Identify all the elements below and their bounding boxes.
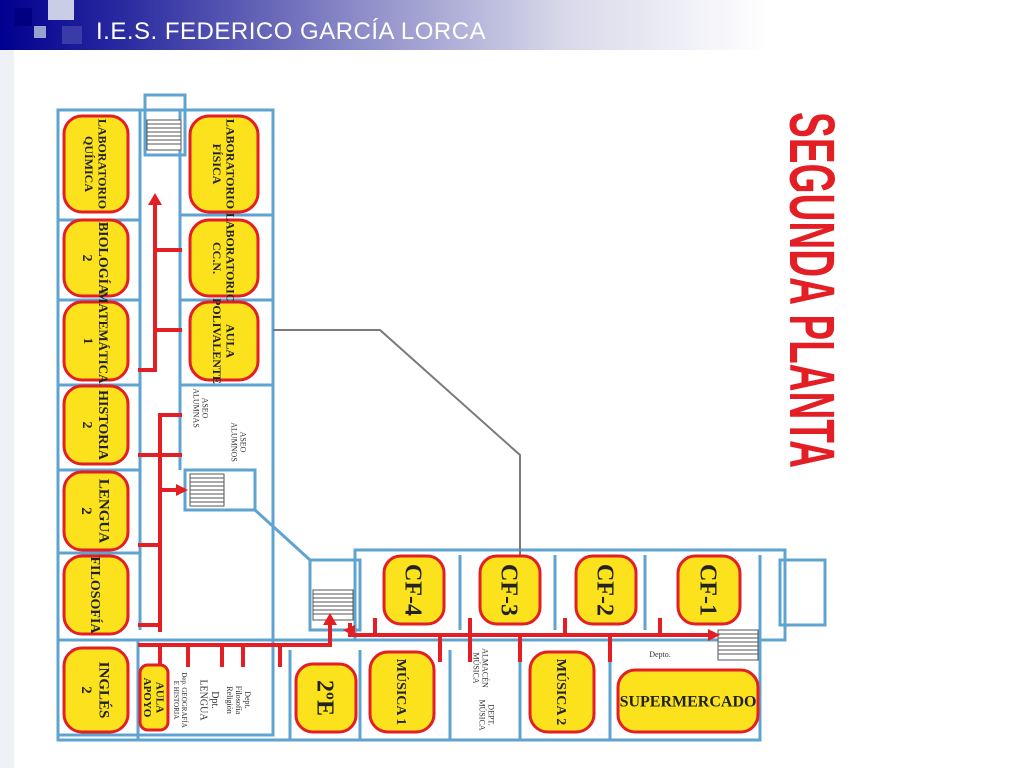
route-arrowheads bbox=[148, 193, 720, 641]
header-square-dark bbox=[14, 8, 32, 26]
room-musica-1: MÚSICA 1 bbox=[368, 650, 436, 734]
room-shape bbox=[294, 662, 358, 734]
room-label: LABORATORIOQUÍMICA bbox=[82, 119, 110, 209]
room-shape bbox=[62, 218, 130, 298]
room-shape bbox=[574, 554, 638, 626]
room-label: MÚSICA 1 bbox=[393, 659, 410, 726]
room-2e: 2ºE bbox=[294, 662, 358, 734]
room-cf-1: CF-1 bbox=[676, 554, 742, 626]
header-square-blue bbox=[62, 26, 82, 44]
room-musica-2: MÚSICA 2 bbox=[528, 650, 596, 734]
room-label: FILOSOFÍA bbox=[87, 556, 104, 634]
stair-top bbox=[146, 119, 182, 151]
rooms: LABORATORIOQUÍMICA LABORATORIOFÍSICA BIOLO… bbox=[62, 114, 760, 734]
room-lab-fisica: LABORATORIOFÍSICA bbox=[188, 114, 260, 214]
room-ingles-2: INGLÉS2 bbox=[62, 646, 130, 734]
slide-title: I.E.S. FEDERICO GARCÍA LORCA bbox=[96, 18, 487, 45]
room-aula-apoyo: AULAAPOYO bbox=[138, 663, 170, 732]
label-dep-geografia: Dep. GEOGRAFÍAE HISTORIA bbox=[172, 672, 188, 728]
room-label: LABORATORIOCC.N. bbox=[210, 213, 238, 303]
room-shape bbox=[62, 114, 130, 214]
small-labels: ASEOALUMNAS ASEOALUMNOS Dep. GEOGRAFÍAE HI… bbox=[172, 388, 671, 731]
room-label: LABORATORIOFÍSICA bbox=[210, 119, 238, 209]
room-label: CF-3 bbox=[496, 564, 522, 616]
room-shape bbox=[188, 114, 260, 214]
courtyard-outline bbox=[273, 329, 521, 555]
label-dep-filosofia: Dept.FilosofíaReligión bbox=[225, 686, 252, 715]
room-shape bbox=[188, 218, 260, 298]
label-depto: Depto. bbox=[649, 650, 671, 659]
label-dept-musica: DEPT.MÚSICA bbox=[477, 699, 495, 730]
room-label: MÚSICA 2 bbox=[553, 659, 570, 726]
stair-middle bbox=[189, 473, 225, 507]
room-matematicas-1: MATEMÁTICAS1 bbox=[62, 291, 130, 391]
stairs bbox=[146, 119, 759, 661]
room-shape bbox=[616, 668, 760, 734]
room-shape bbox=[478, 554, 542, 626]
room-lab-quimica: LABORATORIOQUÍMICA bbox=[62, 114, 130, 214]
label-aseo-alumnas: ASEOALUMNAS bbox=[191, 388, 209, 428]
room-supermercado: SUPERMERCADO bbox=[616, 668, 760, 734]
header-square-light-2 bbox=[48, 0, 74, 20]
room-filosofia: FILOSOFÍA bbox=[62, 554, 130, 636]
room-cf-2: CF-2 bbox=[574, 554, 638, 626]
room-shape bbox=[528, 650, 596, 734]
room-label: LENGUA2 bbox=[78, 479, 111, 543]
stair-right bbox=[717, 629, 759, 661]
header-square-light bbox=[34, 26, 46, 38]
room-label: 2ºE bbox=[312, 680, 338, 716]
room-shape bbox=[62, 646, 130, 734]
room-label: CF-2 bbox=[592, 564, 618, 616]
room-shape bbox=[676, 554, 742, 626]
room-shape bbox=[188, 300, 260, 382]
room-label: INGLÉS2 bbox=[78, 662, 112, 719]
stair-bottom bbox=[312, 589, 354, 621]
room-aula-polivalente: AULAPOLIVALENTE bbox=[188, 298, 260, 384]
floor-title: SEGUNDA PLANTA bbox=[776, 112, 848, 468]
room-shape bbox=[368, 650, 436, 734]
room-historia-2: HISTORIA2 bbox=[62, 384, 130, 466]
room-label: MATEMÁTICAS1 bbox=[81, 291, 111, 390]
room-lengua-2: LENGUA2 bbox=[62, 470, 130, 552]
room-shape bbox=[62, 300, 130, 382]
room-label: CF-4 bbox=[400, 564, 426, 616]
room-shape bbox=[62, 384, 130, 466]
room-cf-4: CF-4 bbox=[382, 554, 446, 626]
room-shape bbox=[138, 663, 170, 732]
room-label: SUPERMERCADO bbox=[620, 694, 757, 711]
room-cf-3: CF-3 bbox=[478, 554, 542, 626]
label-almacen-musica: ALMACÉNMÚSICA bbox=[471, 648, 490, 688]
room-biologia-2: BIOLOGÍA2 bbox=[62, 218, 130, 298]
room-lab-ccnn: LABORATORIOCC.N. bbox=[188, 213, 260, 303]
room-shape bbox=[62, 470, 130, 552]
room-label: AULAPOLIVALENTE bbox=[210, 298, 238, 384]
label-dep-lengua: Dpt.LENGUA bbox=[197, 679, 220, 721]
room-label: AULAAPOYO bbox=[141, 678, 166, 718]
room-label: BIOLOGÍA2 bbox=[79, 222, 112, 295]
room-label: HISTORIA2 bbox=[79, 390, 110, 461]
room-shape bbox=[382, 554, 446, 626]
slide-header: I.E.S. FEDERICO GARCÍA LORCA bbox=[0, 0, 1024, 50]
room-shape bbox=[62, 554, 130, 636]
evacuation-routes bbox=[138, 198, 714, 667]
label-aseo-alumnos: ASEOALUMNOS bbox=[229, 422, 247, 462]
left-border bbox=[0, 50, 14, 768]
room-label: CF-1 bbox=[695, 564, 721, 616]
